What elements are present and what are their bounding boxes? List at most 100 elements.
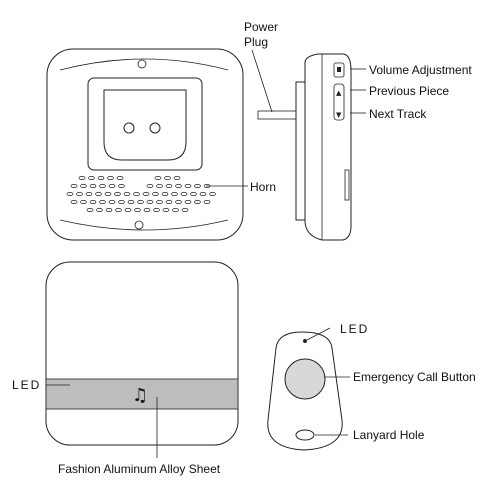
power-plug-label-line2: Plug <box>244 35 268 49</box>
horn-hole <box>96 208 103 212</box>
horn-hole <box>104 192 112 196</box>
horn-hole <box>152 192 159 196</box>
horn-label: Horn <box>250 180 276 194</box>
music-note-icon: ♫ <box>132 385 148 406</box>
emergency-call-label: Emergency Call Button <box>353 370 476 384</box>
side-body <box>304 53 352 241</box>
socket-outer <box>87 77 203 171</box>
led-button-label: LED <box>340 322 369 336</box>
lanyard-hole-label: Lanyard Hole <box>353 428 425 442</box>
previous-piece-label: Previous Piece <box>369 84 449 98</box>
horn-hole <box>184 184 192 188</box>
horn-hole <box>89 184 97 188</box>
horn-hole <box>173 176 181 180</box>
back-plate <box>45 261 239 446</box>
call-button <box>284 358 326 400</box>
horn-hole <box>123 192 131 196</box>
power-plug-pin <box>257 110 297 120</box>
volume-button <box>333 62 345 78</box>
power-plug-label-line1: Power <box>244 20 278 34</box>
horn-hole <box>164 176 171 180</box>
horn-hole <box>161 192 169 196</box>
horn-hole <box>105 208 113 212</box>
horn-hole <box>78 176 86 180</box>
horn-hole <box>181 208 189 212</box>
fashion-sheet-label: Fashion Aluminum Alloy Sheet <box>58 462 221 476</box>
led-receiver-label: LED <box>12 378 41 392</box>
horn-hole <box>175 184 182 188</box>
horn-hole <box>171 192 178 196</box>
horn-hole <box>203 200 211 204</box>
horn-hole <box>124 208 132 212</box>
next-track-label: Next Track <box>369 107 427 121</box>
horn-hole <box>70 200 78 204</box>
horn-hole <box>156 184 163 188</box>
receiver-body <box>46 48 244 241</box>
horn-hole <box>209 192 216 196</box>
led-button-leader-line <box>306 327 331 341</box>
horn-hole <box>127 200 135 204</box>
receiver-back-view: ♫ <box>45 261 239 446</box>
emergency-button-device <box>267 331 343 451</box>
horn-hole <box>154 176 162 180</box>
aluminum-band <box>45 378 239 410</box>
down-arrow-icon: ▼ <box>336 111 342 119</box>
horn-hole <box>146 184 154 188</box>
horn-hole <box>97 176 105 180</box>
volume-adjustment-label: Volume Adjustment <box>369 63 472 77</box>
horn-hole <box>116 176 124 180</box>
up-arrow-icon: ▲ <box>336 89 342 97</box>
horn-hole <box>99 200 106 204</box>
button-body <box>267 331 343 451</box>
horn-hole <box>80 184 87 188</box>
led-indicator-icon <box>303 339 307 343</box>
horn-hole <box>70 184 78 188</box>
horn-hole <box>85 192 93 196</box>
horn-hole <box>143 208 151 212</box>
receiver-front-view <box>46 48 244 241</box>
horn-hole <box>76 192 83 196</box>
horn-grille <box>66 176 216 212</box>
socket-hole-right <box>149 122 161 134</box>
horn-hole <box>172 208 179 212</box>
horn-hole <box>118 184 125 188</box>
side-back-plate <box>295 81 306 221</box>
horn-hole <box>88 176 95 180</box>
side-slot <box>344 169 350 201</box>
lanyard-hole <box>295 429 315 441</box>
horn-hole <box>95 192 102 196</box>
horn-hole <box>133 192 140 196</box>
horn-hole <box>80 200 87 204</box>
socket-inner <box>103 89 187 161</box>
horn-hole <box>86 208 94 212</box>
horn-hole <box>137 200 144 204</box>
bottom-screw-icon <box>134 220 144 230</box>
top-screw-icon <box>137 59 147 69</box>
horn-hole <box>156 200 163 204</box>
horn-hole <box>180 192 188 196</box>
horn-hole <box>199 192 207 196</box>
horn-hole <box>165 184 173 188</box>
volume-button-mark <box>337 67 341 72</box>
horn-hole <box>162 208 170 212</box>
horn-hole <box>107 176 114 180</box>
horn-hole <box>134 208 141 212</box>
horn-hole <box>153 208 160 212</box>
receiver-top-arc <box>59 58 229 71</box>
receiver-bottom-arc <box>59 219 229 231</box>
horn-hole <box>190 192 197 196</box>
horn-hole <box>165 200 173 204</box>
horn-hole <box>89 200 97 204</box>
horn-hole <box>108 200 116 204</box>
horn-hole <box>114 192 121 196</box>
horn-hole <box>194 200 201 204</box>
power-plug-leader-line <box>251 49 273 113</box>
socket-hole-left <box>123 122 135 134</box>
horn-hole <box>184 200 192 204</box>
receiver-side-view: ▲ ▼ <box>257 53 352 241</box>
horn-hole <box>115 208 122 212</box>
horn-hole <box>118 200 125 204</box>
horn-hole <box>108 184 116 188</box>
horn-hole <box>194 184 201 188</box>
